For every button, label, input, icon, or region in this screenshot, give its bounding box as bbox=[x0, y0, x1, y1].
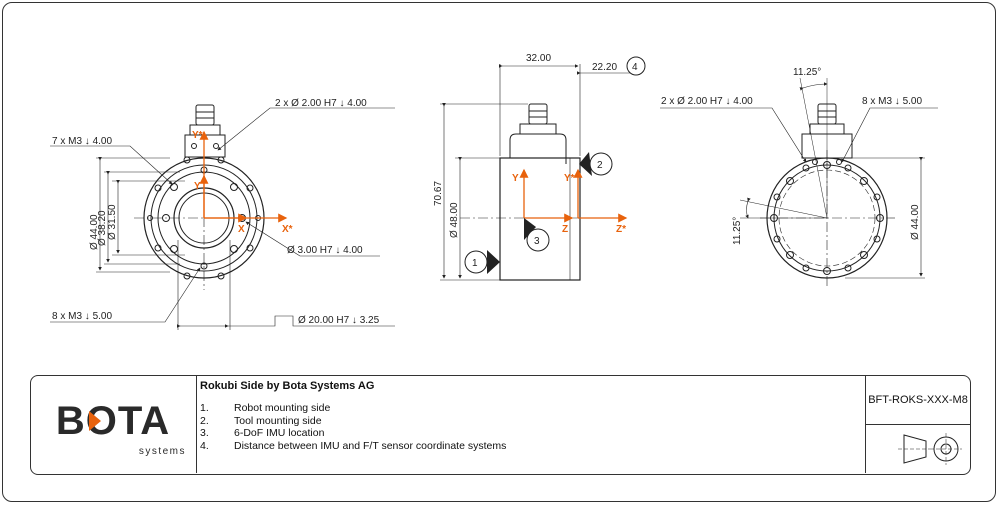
dim-d44-left: Ø 44.00 bbox=[89, 214, 100, 250]
angle-top: 11.25° bbox=[793, 67, 821, 78]
side-connector-nut bbox=[528, 103, 548, 125]
dim-d44-right: Ø 44.00 bbox=[910, 204, 921, 240]
title-right: BFT-ROKS-XXX-M8 bbox=[865, 376, 970, 473]
right-pin-callout: 2 x Ø 2.00 H7 ↓ 4.00 bbox=[661, 96, 753, 107]
left-axes bbox=[199, 130, 288, 223]
dim-width: 32.00 bbox=[526, 53, 551, 64]
note-item: 1.Robot mounting side bbox=[200, 402, 331, 414]
pin-callout-right: Ø 3.00 H7 ↓ 4.00 bbox=[287, 245, 363, 256]
angle-left: 11.25° bbox=[732, 217, 743, 245]
balloon-4: 4 bbox=[632, 62, 638, 73]
note-item: 4.Distance between IMU and F/T sensor co… bbox=[200, 439, 507, 452]
dim-height: 70.67 bbox=[433, 181, 444, 206]
side-connector-base bbox=[519, 123, 557, 135]
right-thread-callout: 8 x M3 ↓ 5.00 bbox=[862, 96, 922, 107]
company-logo: BOTA systems bbox=[31, 376, 197, 473]
balloon-1: 1 bbox=[472, 258, 478, 269]
projection-symbol bbox=[866, 425, 970, 473]
middle-axes bbox=[519, 168, 628, 223]
logo-sub: systems bbox=[139, 446, 186, 457]
axis-label-z-mid: Z bbox=[562, 224, 568, 235]
thread-callout-left: 7 x M3 ↓ 4.00 bbox=[52, 136, 112, 147]
dim-d38: Ø 38.20 bbox=[97, 210, 108, 246]
pin-callout-top: 2 x Ø 2.00 H7 ↓ 4.00 bbox=[275, 98, 367, 109]
balloon-3: 3 bbox=[534, 236, 540, 247]
side-housing bbox=[509, 133, 567, 158]
axis-label-xstar: X* bbox=[282, 224, 293, 235]
right-labels: 2 x Ø 2.00 H7 ↓ 4.00 8 x M3 ↓ 5.00 11.25… bbox=[661, 67, 922, 245]
axis-label-y: Y bbox=[194, 181, 201, 192]
projection-cone-icon bbox=[903, 434, 927, 464]
part-number: BFT-ROKS-XXX-M8 bbox=[866, 376, 970, 425]
side-body bbox=[499, 157, 581, 281]
bore-callout: Ø 20.00 H7 ↓ 3.25 bbox=[298, 315, 380, 326]
note-item: 3.6-DoF IMU location bbox=[200, 427, 325, 439]
right-view bbox=[660, 77, 938, 288]
logo-accent-icon bbox=[89, 411, 101, 431]
axis-label-ystar-mid: Y* bbox=[564, 173, 575, 184]
left-labels: 2 x Ø 2.00 H7 ↓ 4.00 7 x M3 ↓ 4.00 Ø 3.0… bbox=[52, 98, 380, 326]
dim-d31: Ø 31.50 bbox=[107, 204, 118, 240]
axis-label-y-mid: Y bbox=[512, 173, 519, 184]
axis-label-ystar: Y* bbox=[192, 130, 203, 141]
drawing-title: Rokubi Side by Bota Systems AG bbox=[200, 380, 375, 392]
dim-offset: 22.20 bbox=[592, 62, 617, 73]
axis-label-zstar-mid: Z* bbox=[616, 224, 626, 235]
axis-label-x: X bbox=[238, 224, 245, 235]
logo-text: BOTA bbox=[56, 399, 170, 443]
middle-labels: 32.00 22.20 70.67 Ø 48.00 Y Z Y* Z* bbox=[433, 53, 626, 238]
balloon-2: 2 bbox=[597, 160, 603, 171]
thread-callout-bottom: 8 x M3 ↓ 5.00 bbox=[52, 311, 112, 322]
notes-list: 1.Robot mounting side 2.Tool mounting si… bbox=[200, 402, 506, 452]
title-main: Rokubi Side by Bota Systems AG 1.Robot m… bbox=[197, 376, 865, 473]
middle-balloons: 1 2 3 4 bbox=[464, 56, 646, 274]
dim-body: Ø 48.00 bbox=[449, 202, 460, 238]
title-block: BOTA systems Rokubi Side by Bota Systems… bbox=[30, 375, 971, 475]
connector-nut bbox=[195, 104, 215, 126]
middle-view bbox=[440, 64, 640, 281]
note-item: 2.Tool mounting side bbox=[200, 414, 322, 427]
